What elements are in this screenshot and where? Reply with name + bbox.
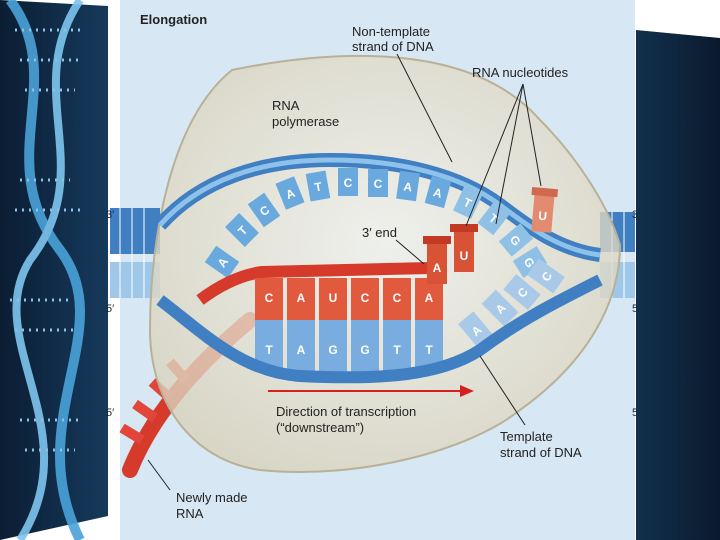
rna-nucleotide: A	[423, 236, 451, 284]
svg-text:C: C	[361, 291, 370, 305]
top-strand-bases: A T C A T C C A A T T G G	[204, 168, 548, 279]
svg-text:A: A	[297, 291, 306, 305]
background-helix	[5, 0, 85, 540]
svg-text:T: T	[393, 343, 401, 357]
svg-text:C: C	[344, 176, 353, 190]
template-unpaired-bases: A A C C	[458, 258, 565, 349]
svg-text:T: T	[313, 179, 323, 194]
direction-label-2: (“downstream”)	[276, 420, 364, 435]
svg-text:C: C	[374, 177, 383, 191]
svg-text:A: A	[433, 261, 442, 275]
svg-text:U: U	[329, 291, 338, 305]
svg-text:A: A	[297, 343, 306, 357]
svg-text:A: A	[425, 291, 434, 305]
svg-text:T: T	[265, 343, 273, 357]
figure-title: Elongation	[140, 12, 207, 27]
end-right-bot: 5	[632, 407, 638, 419]
template-strand-bases: T A G G T T	[255, 320, 443, 372]
end-left-top: 3′	[106, 209, 114, 221]
template-label-2: strand of DNA	[500, 445, 582, 460]
rna-nucleotide: U	[531, 186, 559, 233]
leader-lines	[147, 53, 542, 491]
rna-polymerase-label-1: RNA	[272, 98, 300, 113]
rna-polymerase-label-2: polymerase	[272, 114, 339, 129]
incoming-rna-nucleotides: A U U	[423, 186, 559, 284]
svg-text:T: T	[425, 343, 433, 357]
svg-text:A: A	[432, 185, 444, 201]
rna-nucleotides-label: RNA nucleotides	[472, 65, 569, 80]
rna-strand: C A U C C A	[196, 262, 443, 320]
direction-label-1: Direction of transcription	[276, 404, 416, 419]
template-label-1: Template	[500, 429, 553, 444]
svg-text:A: A	[403, 179, 414, 194]
svg-text:G: G	[360, 343, 369, 357]
non-template-label-2: strand of DNA	[352, 39, 434, 54]
end-right-top: 3	[632, 209, 638, 221]
direction-arrow	[268, 385, 474, 397]
newly-made-rna-label-1: Newly made	[176, 490, 248, 505]
rna-nucleotide: U	[450, 224, 478, 272]
svg-text:C: C	[265, 291, 274, 305]
non-template-label-1: Non-template	[352, 24, 430, 39]
newly-made-rna-label-2: RNA	[176, 506, 204, 521]
svg-text:U: U	[460, 249, 469, 263]
end-left-bot: 5′	[106, 407, 114, 419]
end-left-mid: 5′	[106, 303, 114, 315]
svg-text:U: U	[538, 209, 548, 224]
three-prime-end-label: 3′ end	[362, 225, 397, 240]
template-strand	[156, 274, 603, 384]
svg-text:C: C	[393, 291, 402, 305]
end-right-mid: 5	[632, 303, 638, 315]
svg-text:G: G	[328, 343, 337, 357]
